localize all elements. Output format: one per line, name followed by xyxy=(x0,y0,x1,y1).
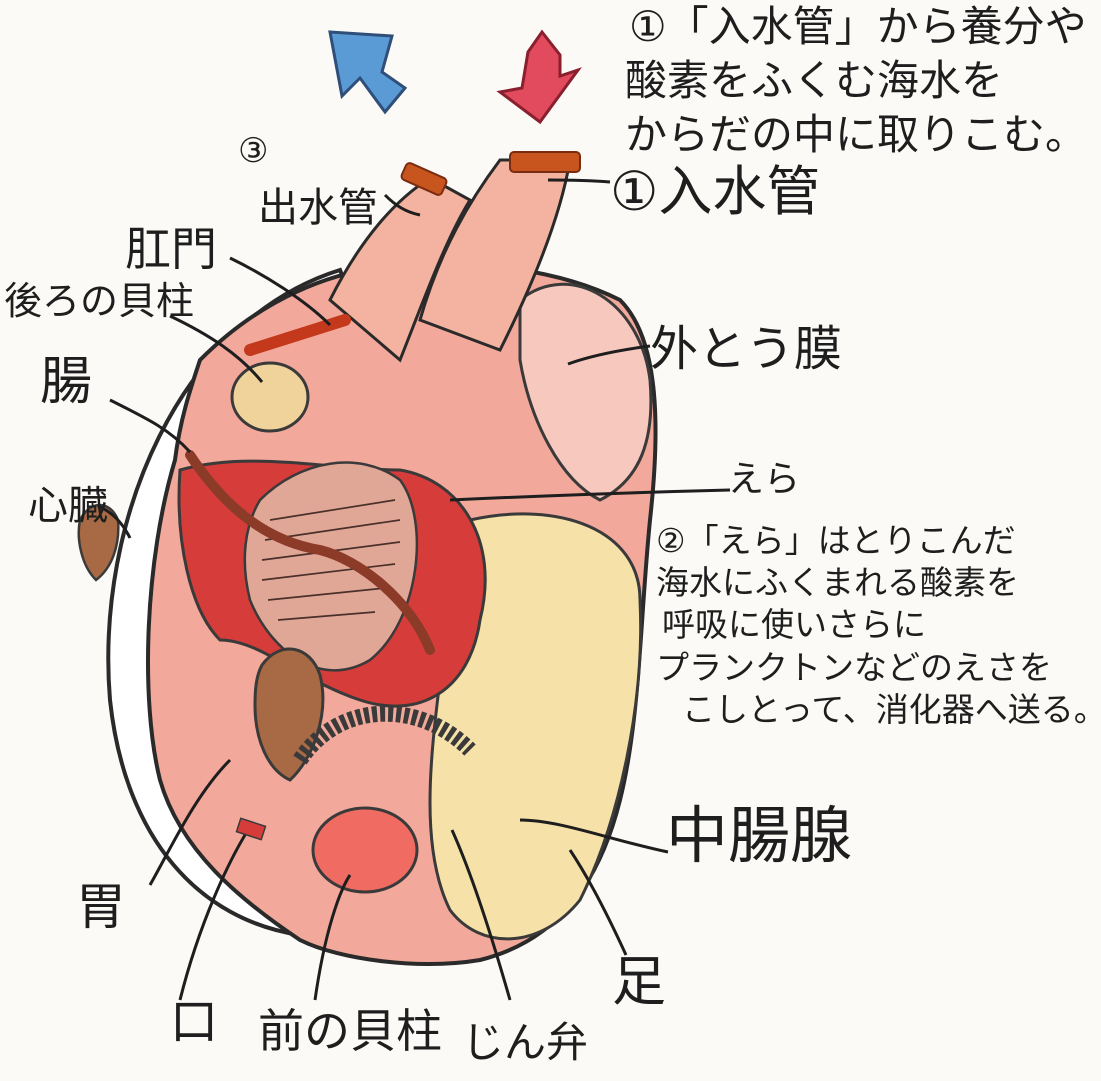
inflow-arrow xyxy=(500,32,578,122)
intro-note: ①「入水管」から養分や 酸素をふくむ海水を からだの中に取りこむ。 xyxy=(625,0,1087,161)
intro-note-line-3: からだの中に取りこむ。 xyxy=(625,108,1087,162)
label-excurrent-siphon: 出水管 xyxy=(258,188,378,228)
label-intestine: 腸 xyxy=(40,356,92,408)
label-anterior-adductor: 前の貝柱 xyxy=(258,1008,442,1054)
label-gill: えら xyxy=(728,462,800,498)
label-step-3-marker: ③ xyxy=(238,134,268,168)
intro-note-marker: ① xyxy=(629,2,667,51)
gill-note-line-3: 呼吸に使いさらに xyxy=(662,604,1101,646)
intro-note-line-2: 酸素をふくむ海水を xyxy=(625,54,1087,108)
gill-note-line-1: ②「えら」はとりこんだ xyxy=(656,520,1101,562)
gill-note-line-2: 海水にふくまれる酸素を xyxy=(656,562,1101,604)
anterior-adductor-muscle xyxy=(313,808,417,892)
label-heart: 心臓 xyxy=(28,486,108,526)
incurrent-siphon-tip xyxy=(510,152,580,172)
intro-note-line-1: 「入水管」から養分や xyxy=(667,2,1087,51)
label-stomach: 胃 xyxy=(76,882,126,932)
label-foot: 足 xyxy=(612,955,666,1009)
label-incurrent-siphon: ①入水管 xyxy=(610,165,820,219)
gill-note: ②「えら」はとりこんだ 海水にふくまれる酸素を 呼吸に使いさらに プランクトンな… xyxy=(656,520,1101,731)
label-posterior-adductor: 後ろの貝柱 xyxy=(4,282,194,320)
gill-note-line-5: こしとって、消化器へ送る。 xyxy=(682,689,1101,731)
outflow-arrow xyxy=(330,32,405,112)
gill-note-line-4: プランクトンなどのえさを xyxy=(656,647,1101,689)
label-midgut-gland: 中腸腺 xyxy=(666,805,852,867)
posterior-adductor-muscle xyxy=(232,363,308,431)
label-anus: 肛門 xyxy=(125,226,217,272)
label-mantle: 外とう膜 xyxy=(650,325,842,373)
label-ligament: じん弁 xyxy=(462,1022,588,1064)
label-mouth: 口 xyxy=(170,998,218,1046)
